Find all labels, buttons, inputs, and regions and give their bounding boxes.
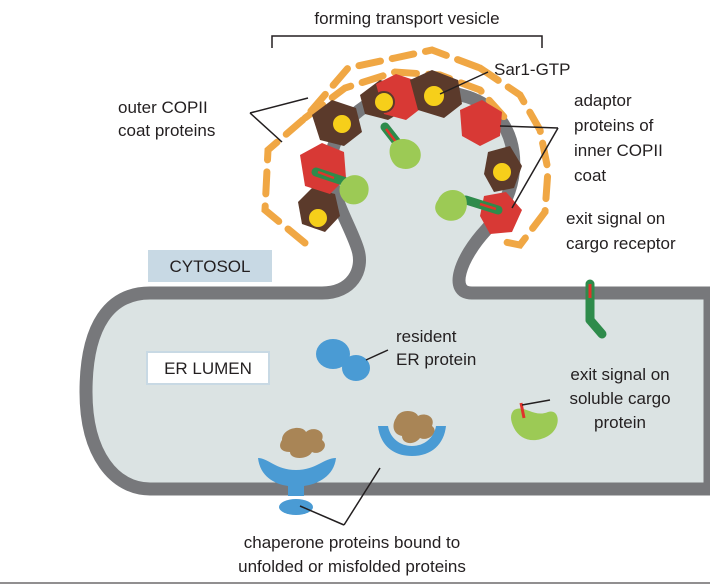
light-green-cargo	[389, 139, 421, 169]
sar1-gtp-circle	[307, 207, 329, 229]
red-adaptor-protein	[460, 100, 502, 146]
sar1-gtp-circle	[331, 113, 353, 135]
chaperone-foot	[279, 499, 313, 515]
adaptor-label-line3: inner COPII	[574, 141, 663, 160]
outer-coat-lattice-mid	[301, 68, 509, 122]
chaperone-cup	[378, 426, 446, 456]
sar1-gtp-label: Sar1-GTP	[494, 60, 571, 79]
exit-signal-mark	[519, 402, 526, 419]
sar1-leader	[439, 71, 489, 95]
resident-protein-lobe	[342, 355, 370, 381]
exit-signal-mark	[385, 128, 397, 143]
cargo-receptors-vesicle	[311, 122, 503, 221]
sar1-gtp-circle	[491, 161, 513, 183]
forming-vesicle-label: forming transport vesicle	[314, 9, 499, 28]
resident-label-line1: resident	[396, 327, 457, 346]
soluble-cargo-protein	[511, 402, 558, 441]
light-green-cargo	[435, 190, 467, 221]
adaptor-label-line4: coat	[574, 166, 606, 185]
outer-coat-leader	[249, 97, 309, 114]
er-lumen-label: ER LUMEN	[164, 359, 252, 378]
chaperone-leader	[343, 467, 381, 526]
er-lumen-label-box	[146, 351, 270, 385]
misfolded-protein	[280, 427, 325, 458]
free-cargo-receptor	[585, 279, 607, 339]
adaptor-leader	[511, 127, 559, 209]
exit-receptor-label-line1: exit signal on	[566, 209, 665, 228]
resident-er-protein	[316, 339, 370, 381]
outer-coat-label-line1: outer COPII	[118, 98, 208, 117]
cargo-receptor-tail	[585, 315, 607, 339]
adaptor-label-line2: proteins of	[574, 116, 654, 135]
chaperone-leader	[299, 505, 345, 526]
light-green-cargo	[339, 175, 369, 205]
outer-copii-coat	[261, 46, 552, 249]
chaperone-cup	[258, 458, 336, 496]
soluble-leader	[521, 399, 551, 406]
resident-protein-lobe	[316, 339, 350, 369]
sar1-gtp-circle	[373, 91, 395, 113]
exit-receptor-label-line2: cargo receptor	[566, 234, 676, 253]
exit-soluble-label-line2: soluble cargo	[569, 389, 670, 408]
resident-label-line2: ER protein	[396, 350, 476, 369]
exit-soluble-label-line3: protein	[594, 413, 646, 432]
adaptor-label-line1: adaptor	[574, 91, 632, 110]
exit-soluble-label-line1: exit signal on	[570, 365, 669, 384]
leader-lines	[0, 35, 710, 584]
outer-coat-lattice-left	[261, 46, 484, 247]
cytosol-label: CYTOSOL	[170, 257, 251, 276]
resident-leader	[365, 349, 389, 361]
vesicle-bracket	[271, 35, 543, 48]
chaperone-proteins	[258, 411, 446, 515]
chaperone-label-line2: unfolded or misfolded proteins	[238, 557, 466, 576]
adaptor-leader	[499, 125, 559, 129]
misfolded-protein	[393, 411, 435, 444]
sar1-gtp-proteins	[307, 84, 513, 229]
outer-coat-lattice-right	[476, 64, 552, 249]
outer-coat-label-line2: coat proteins	[118, 121, 215, 140]
chaperone-label-line1: chaperone proteins bound to	[244, 533, 460, 552]
exit-signal-mark	[479, 202, 497, 211]
outer-coat-leader	[249, 112, 283, 143]
exit-signal-mark	[317, 170, 335, 180]
cytosol-label-box	[148, 250, 272, 282]
sar1-gtp-circle	[422, 84, 446, 108]
